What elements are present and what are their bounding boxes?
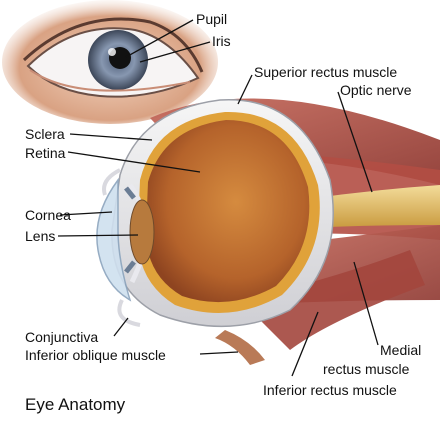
label-lens: Lens: [25, 228, 55, 244]
label-medial-line2: rectus muscle: [323, 361, 409, 377]
label-medial-line1: Medial: [380, 342, 421, 358]
label-inferior-oblique-muscle: Inferior oblique muscle: [25, 347, 166, 363]
label-retina: Retina: [25, 145, 65, 161]
external-eye: [2, 0, 218, 124]
label-iris: Iris: [212, 33, 231, 49]
label-sclera: Sclera: [25, 126, 65, 142]
label-inferior-rectus-muscle: Inferior rectus muscle: [263, 382, 397, 398]
label-superior-rectus-muscle: Superior rectus muscle: [254, 64, 397, 80]
label-pupil: Pupil: [196, 11, 227, 27]
label-conjunctiva: Conjunctiva: [25, 329, 98, 345]
label-cornea: Cornea: [25, 207, 71, 223]
page-title: Eye Anatomy: [25, 395, 125, 415]
label-optic-nerve: Optic nerve: [340, 82, 412, 98]
